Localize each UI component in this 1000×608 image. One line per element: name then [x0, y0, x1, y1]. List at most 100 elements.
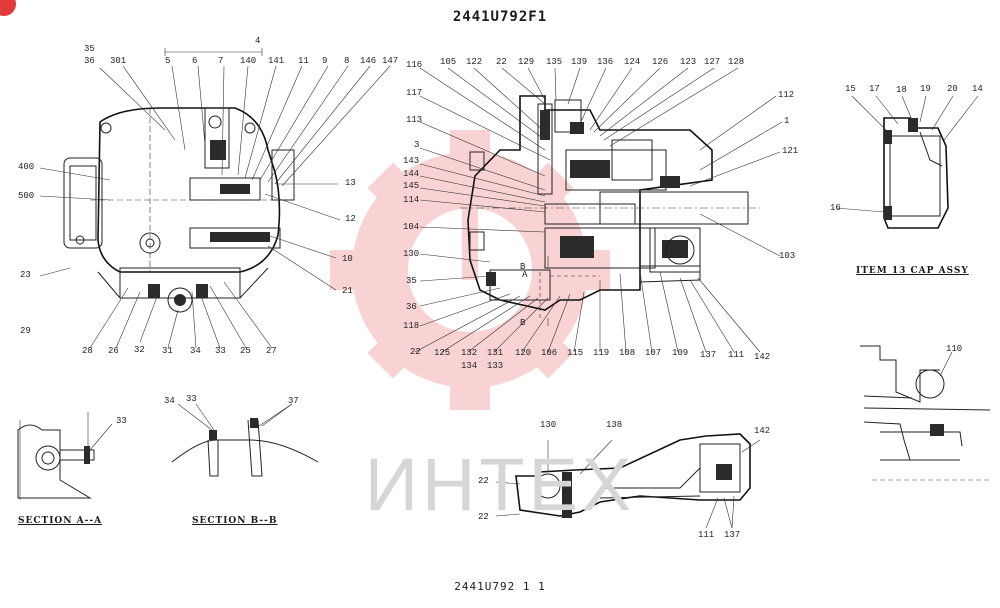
part-label: 36 — [406, 302, 417, 312]
part-label: 125 — [434, 348, 451, 358]
part-label: 133 — [487, 361, 504, 371]
bottom-view — [495, 433, 761, 529]
part-label: 144 — [403, 169, 420, 179]
part-label: 138 — [606, 420, 623, 430]
part-label: 130 — [540, 420, 557, 430]
part-label: 26 — [108, 346, 119, 356]
section-view-leaders — [414, 67, 783, 353]
watermark-text: ИНТЕХ — [364, 443, 636, 526]
part-label: 137 — [700, 350, 717, 360]
front-view-leaders — [39, 65, 391, 349]
part-label: 103 — [779, 251, 796, 261]
drawing-footer: 2441U792 1 1 — [454, 580, 546, 593]
part-label: 13 — [345, 178, 356, 188]
part-label: 22 — [410, 347, 421, 357]
part-label: 33 — [215, 346, 226, 356]
part-label: 111 — [698, 530, 715, 540]
part-label: 122 — [466, 57, 483, 67]
part-label: 19 — [920, 84, 931, 94]
part-label: 145 — [403, 181, 420, 191]
part-label: 17 — [869, 84, 880, 94]
part-label: 130 — [403, 249, 420, 259]
part-label: 29 — [20, 326, 31, 336]
part-label: 107 — [645, 348, 662, 358]
part-label: 7 — [218, 56, 224, 66]
part-label: 11 — [298, 56, 309, 66]
part-label: 147 — [382, 56, 399, 66]
part-label: 117 — [406, 88, 423, 98]
section-b-drawing — [171, 403, 319, 477]
part-label: 142 — [754, 352, 771, 362]
part-label: 16 — [830, 203, 841, 213]
part-label: 35 — [84, 44, 95, 54]
part-label: 10 — [342, 254, 353, 264]
section-view — [460, 95, 760, 326]
part-label: 301 — [110, 56, 127, 66]
part-label: 129 — [518, 57, 535, 67]
part-label: 120 — [515, 348, 532, 358]
part-label: 137 — [724, 530, 741, 540]
part-label: 31 — [162, 346, 173, 356]
part-label: 34 — [190, 346, 201, 356]
part-label: 23 — [20, 270, 31, 280]
part-label: 33 — [116, 416, 127, 426]
part-label: 6 — [192, 56, 198, 66]
part-label: 131 — [487, 348, 504, 358]
part-label: 15 — [845, 84, 856, 94]
part-label: 35 — [406, 276, 417, 286]
part-label: 400 — [18, 162, 35, 172]
section-b-caption: SECTION B--B — [192, 516, 278, 526]
part-label: 115 — [567, 348, 584, 358]
part-label: 22 — [478, 476, 489, 486]
part-label: 18 — [896, 85, 907, 95]
part-label: 116 — [406, 60, 423, 70]
part-label: 105 — [440, 57, 457, 67]
cap-assy-caption: ITEM 13 CAP ASSY — [856, 266, 969, 276]
part-label: 143 — [403, 156, 420, 166]
part-label: 9 — [322, 56, 328, 66]
part-label: 21 — [342, 286, 353, 296]
part-label: 141 — [268, 56, 285, 66]
part-label: 27 — [266, 346, 277, 356]
part-label: 37 — [288, 396, 299, 406]
section-marker-a: A — [522, 270, 528, 280]
part-label: 500 — [18, 191, 35, 201]
part-label: 146 — [360, 56, 377, 66]
part-label: 20 — [947, 84, 958, 94]
cap-assy-view — [835, 95, 979, 229]
part-label: 134 — [461, 361, 478, 371]
part-label: 104 — [403, 222, 420, 232]
part-label: 132 — [461, 348, 478, 358]
part-label: 124 — [624, 57, 641, 67]
part-label: 12 — [345, 214, 356, 224]
part-label: 119 — [593, 348, 610, 358]
part-label: 112 — [778, 90, 795, 100]
section-marker-b-top: B — [520, 262, 526, 272]
detail-view — [860, 345, 991, 481]
part-label: 139 — [571, 57, 588, 67]
corner-badge-icon — [0, 0, 16, 16]
part-label: 121 — [782, 146, 799, 156]
part-label: 36 — [84, 56, 95, 66]
part-label: 108 — [619, 348, 636, 358]
part-label: 118 — [403, 321, 420, 331]
part-label: 126 — [652, 57, 669, 67]
part-label: 135 — [546, 57, 563, 67]
section-marker-b-bottom: B — [520, 318, 526, 328]
part-label: 1 — [784, 116, 790, 126]
part-label: 123 — [680, 57, 697, 67]
front-view — [63, 48, 295, 313]
part-label: 109 — [672, 348, 689, 358]
section-a-caption: SECTION A--A — [18, 516, 103, 526]
drawing-title: 2441U792F1 — [452, 9, 548, 25]
part-label: 4 — [255, 36, 261, 46]
part-label: 113 — [406, 115, 423, 125]
part-label: 25 — [240, 346, 251, 356]
part-label: 128 — [728, 57, 745, 67]
part-label: 136 — [597, 57, 614, 67]
part-label: 5 — [165, 56, 171, 66]
part-label: 28 — [82, 346, 93, 356]
part-label: 32 — [134, 345, 145, 355]
